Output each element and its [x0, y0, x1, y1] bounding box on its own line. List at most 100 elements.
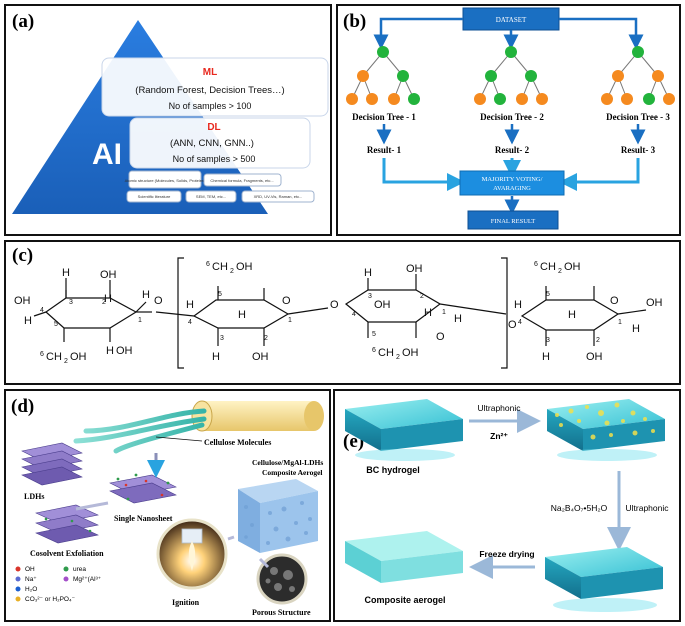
- arrow-result3-voting: [559, 158, 640, 191]
- r1-n4: 4: [40, 307, 44, 314]
- ldhs-label: LDHs: [24, 492, 44, 501]
- r3-six: 6: [372, 347, 376, 354]
- r2-ch: CH: [212, 261, 228, 273]
- r4-o: O: [610, 295, 619, 307]
- panel-a: (a) AI ML (Random Forest, Decision Trees…: [4, 4, 332, 236]
- composite-aerogel-block: [345, 531, 463, 583]
- panel-c: (c): [4, 240, 681, 385]
- r2-six: 6: [206, 261, 210, 268]
- dl-models: (ANN, CNN, GNN..): [170, 138, 254, 149]
- bridge-o3: O: [508, 319, 517, 331]
- decision-tree-3-graph: [601, 46, 675, 105]
- single-nanosheet-label: Single Nanosheet: [114, 514, 173, 523]
- data-box-microscopy-text: SEM, TEM, etc...: [196, 194, 226, 199]
- r4-h-mid: H: [568, 309, 576, 321]
- dl-box: [129, 117, 311, 169]
- r4-choh: OH: [564, 261, 581, 273]
- cellulose-structure: H OH 3 2 OH 4 H H H 1 H OH 5 6 CH 2 OH O…: [14, 257, 663, 369]
- exfoliated-stack: [35, 504, 99, 544]
- cellulose-fibers: [73, 408, 207, 454]
- r3-oh-left: OH: [374, 299, 391, 311]
- r4-ch2: 2: [558, 268, 562, 275]
- r3-n5: 5: [372, 331, 376, 338]
- dataset-label: DATASET: [496, 16, 527, 24]
- panel-e: (e) BC hydrogel Ultraphonic Zn²⁺: [333, 389, 681, 622]
- freeze-drying-label: Freeze drying: [479, 549, 534, 559]
- legend-anion: CO₃²⁻ or H₂PO₄⁻: [25, 596, 76, 603]
- r4-n1: 1: [618, 319, 622, 326]
- r1-ch2: 2: [64, 358, 68, 365]
- r1-six: 6: [40, 351, 44, 358]
- ldh-aerogel-schematic: Cellulose Molecules LDHs Single Nanoshee…: [15, 400, 324, 617]
- composite-aerogel-cube: [238, 479, 318, 553]
- panel-a-label: (a): [12, 11, 35, 32]
- ldh-stack: [21, 442, 83, 486]
- r1-oh-left: OH: [14, 295, 31, 307]
- r1-h1: H: [62, 267, 70, 279]
- r2-h1: H: [186, 299, 194, 311]
- r2-ch2: 2: [230, 268, 234, 275]
- legend-mg: Mg²⁺(Al³⁺: [73, 576, 102, 583]
- hydrogel-process-schematic: BC hydrogel Ultraphonic Zn²⁺ Na₂B₄O₇•5H₂…: [345, 399, 670, 612]
- r3-ch: CH: [378, 347, 394, 359]
- r4-ch: CH: [540, 261, 556, 273]
- arrow-dataset-tree1: [373, 17, 463, 50]
- r3-h-right: H: [424, 307, 432, 319]
- zn-loaded-block: [547, 399, 665, 461]
- r1-n1: 1: [138, 317, 142, 324]
- ml-title: ML: [203, 67, 217, 78]
- r4-n2: 2: [596, 337, 600, 344]
- r2-h-mid: H: [238, 309, 246, 321]
- result-3: Result- 3: [621, 145, 656, 155]
- final-result-box: [467, 210, 559, 230]
- voting-label-2: AVARAGING: [493, 185, 531, 192]
- r2-n5: 5: [218, 291, 222, 298]
- r3-h1: H: [364, 267, 372, 279]
- ultraphonic-2-label: Ultraphonic: [626, 503, 670, 513]
- panel-b: (b) DATASET: [336, 4, 681, 236]
- r2-oh-bottom: OH: [252, 351, 269, 363]
- r4-h-bottom: H: [542, 351, 550, 363]
- composite-aerogel-label: Composite aerogel: [364, 595, 445, 605]
- r2-h-bottom: H: [212, 351, 220, 363]
- r2-n3: 3: [220, 335, 224, 342]
- r4-oh-bottom: OH: [586, 351, 603, 363]
- r1-h-bottom: H: [106, 345, 114, 357]
- r1-oh1: OH: [100, 269, 117, 281]
- data-box-atomic-text: Atomic structure (Molecules, Solids, Pro…: [125, 178, 206, 183]
- random-forest-diagram: DATASET: [346, 7, 675, 230]
- r1-choh: OH: [70, 351, 87, 363]
- r2-n1: 1: [288, 317, 292, 324]
- r3-h-low: H: [454, 313, 462, 325]
- r2-n2: 2: [264, 335, 268, 342]
- dl-title: DL: [207, 122, 220, 133]
- r1-n3: 3: [69, 299, 73, 306]
- r3-choh: OH: [402, 347, 419, 359]
- r2-choh: OH: [236, 261, 253, 273]
- r3-n3: 3: [368, 293, 372, 300]
- r3-n4: 4: [352, 311, 356, 318]
- decision-tree-1-graph: [346, 46, 420, 105]
- composite-label-2: Composite Aerogel: [262, 468, 322, 477]
- data-box-literature-text: Scientific literature: [138, 194, 171, 199]
- legend-oh: OH: [25, 566, 35, 573]
- data-box-chemical-text: Chemical formula, Fragments, etc...: [210, 178, 273, 183]
- arrow-result1-voting: [382, 158, 465, 191]
- r3-o: O: [436, 331, 445, 343]
- exfoliation-label: Cosolvent Exfoliation: [30, 549, 104, 558]
- bc-hydrogel-label: BC hydrogel: [366, 465, 420, 475]
- r4-n4: 4: [518, 319, 522, 326]
- ignition-label: Ignition: [172, 598, 200, 607]
- r4-oh-right: OH: [646, 297, 663, 309]
- data-box-spectroscopy-text: XRD, UV-Vis, Raman, etc...: [254, 194, 303, 199]
- r2-o: O: [282, 295, 291, 307]
- r1-n5: 5: [54, 321, 58, 328]
- result-1: Result- 1: [367, 145, 402, 155]
- composite-label-1: Cellulose/MgAl-LDHs: [252, 458, 323, 467]
- tree-1-label: Decision Tree - 1: [352, 112, 416, 122]
- r4-six: 6: [534, 261, 538, 268]
- r1-oh-bottom: OH: [116, 345, 133, 357]
- r1-h2: H: [142, 289, 150, 301]
- data-box-microscopy: [185, 190, 237, 203]
- borax-label: Na₂B₄O₇•5H₂O: [551, 503, 608, 513]
